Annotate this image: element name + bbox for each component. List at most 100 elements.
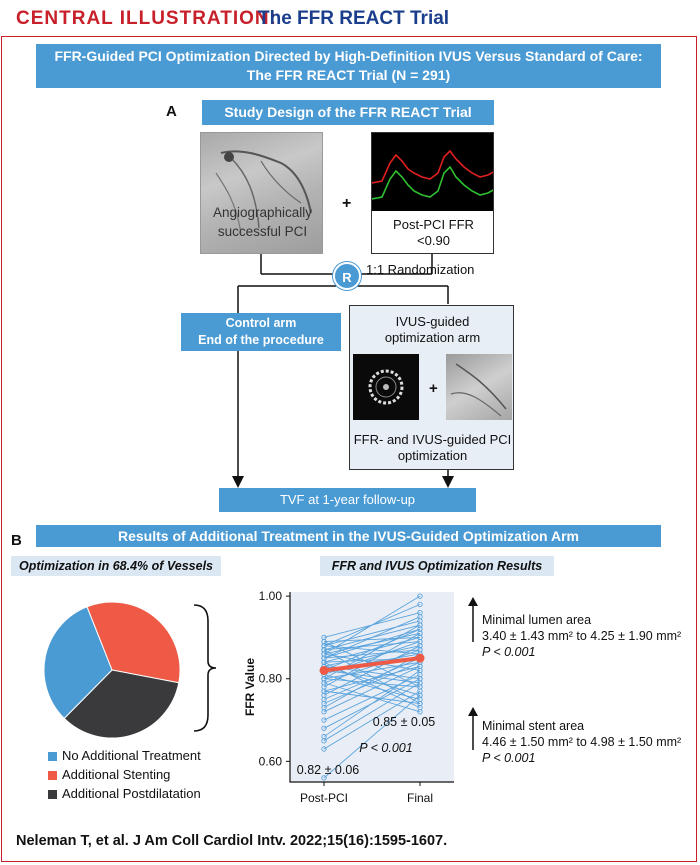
- y-axis-label: FFR Value: [244, 658, 257, 716]
- banner-line-1: FFR-Guided PCI Optimization Directed by …: [54, 48, 643, 64]
- legend-swatch-dark: [48, 790, 57, 800]
- mla-title: Minimal lumen area: [482, 613, 592, 627]
- x-tick-label: Final: [407, 791, 433, 805]
- y-tick-label: 0.80: [259, 672, 283, 686]
- randomization-label: 1:1 Randomization: [366, 262, 475, 277]
- angio-text-1: Angiographically: [212, 205, 313, 220]
- mla-p: P < 0.001: [482, 645, 536, 659]
- patient-pair-line: [323, 665, 421, 692]
- patient-pair-line: [323, 682, 421, 742]
- patient-pair-line: [323, 620, 421, 647]
- pie-slice-no-additional-treatment: [43, 606, 113, 720]
- patient-pair-line: [323, 670, 421, 684]
- ffr-trace-graph: [372, 149, 493, 200]
- post-pci-point: [321, 733, 327, 740]
- legend-item-postdilatation: Additional Postdilatation: [48, 786, 201, 801]
- patient-pair-line: [323, 690, 421, 704]
- aortic-pressure-trace: [372, 149, 493, 184]
- post-pci-point: [321, 717, 327, 723]
- msa-arrow: [468, 707, 478, 750]
- legend-item-stenting: Additional Stenting: [48, 767, 201, 782]
- panel-a-title: Study Design of the FFR REACT Trial: [202, 100, 494, 125]
- randomization-circle: R: [333, 262, 361, 290]
- panel-b-letter: B: [11, 532, 22, 549]
- legend-swatch-blue: [48, 752, 57, 762]
- header-bar: [1, 1, 697, 37]
- patient-pair-line: [323, 690, 421, 750]
- patient-pair-line: [323, 665, 421, 696]
- ivus-image: [353, 354, 419, 420]
- paired-p-value: P < 0.001: [359, 741, 412, 755]
- msa-values: 4.46 ± 1.50 mm² to 4.98 ± 1.50 mm²: [482, 735, 682, 749]
- ivus-title-1: IVUS-guided: [395, 314, 470, 329]
- control-line-2: End of the procedure: [198, 333, 324, 347]
- angio-text-2: successful PCI: [217, 224, 308, 239]
- patient-pair-line: [323, 645, 421, 667]
- mean-line: [323, 656, 421, 673]
- patient-pair-line: [323, 624, 421, 651]
- patient-pair-line: [323, 641, 421, 651]
- post-pci-point: [321, 725, 327, 731]
- y-tick-label: 1.00: [259, 589, 283, 603]
- legend-swatch-red: [48, 771, 57, 781]
- msa-annotation: Minimal stent area 4.46 ± 1.50 mm² to 4.…: [482, 718, 681, 766]
- pie-chart: [43, 601, 181, 739]
- final-point: [417, 618, 423, 624]
- post-pci-point: [321, 655, 327, 661]
- final-point: [417, 610, 423, 616]
- header-label: CENTRAL ILLUSTRATION:: [16, 8, 277, 29]
- angiogram-image: Angiographically successful PCI: [200, 132, 323, 254]
- final-point: [417, 626, 423, 632]
- control-line-1: Control arm: [225, 316, 297, 330]
- patient-pair-line: [323, 649, 421, 684]
- final-point: [417, 667, 423, 674]
- ffr-trace-panel: [372, 133, 493, 211]
- pie-slice-additional-stenting: [86, 601, 181, 684]
- ffr-text-1: Post-PCI FFR: [393, 217, 474, 232]
- patient-pair-line: [323, 665, 421, 713]
- mla-values: 3.40 ± 1.43 mm² to 4.25 ± 1.90 mm²: [482, 629, 682, 643]
- ivus-bottom-1: FFR- and IVUS-guided PCI: [353, 432, 512, 447]
- patient-pair-line: [323, 661, 421, 680]
- patient-pair-line: [323, 653, 421, 671]
- patient-pair-line: [323, 636, 421, 643]
- chart-axes: [289, 592, 454, 783]
- header-title: The FFR REACT Trial: [258, 8, 450, 29]
- final-point: [417, 634, 423, 641]
- msa-title: Minimal stent area: [482, 719, 585, 733]
- final-point: [417, 593, 423, 599]
- post-pci-point: [321, 746, 327, 752]
- mla-arrow: [468, 597, 478, 642]
- legend-item-no-treatment: No Additional Treatment: [48, 748, 201, 763]
- final-mean-label: 0.85 ± 0.05: [373, 715, 436, 729]
- mean-point: [415, 653, 425, 663]
- left-subheader: Optimization in 68.4% of Vessels: [11, 556, 221, 576]
- patient-pair-line: [323, 674, 421, 700]
- patient-pair-line: [323, 678, 421, 729]
- mla-annotation: Minimal lumen area 3.40 ± 1.43 mm² to 4.…: [482, 612, 681, 660]
- y-tick-label: 0.60: [259, 754, 283, 768]
- citation: Neleman T, et al. J Am Coll Cardiol Intv…: [16, 833, 448, 849]
- ivus-title-2: optimization arm: [384, 330, 481, 345]
- trial-banner: FFR-Guided PCI Optimization Directed by …: [36, 44, 661, 88]
- patient-pair-line: [323, 694, 421, 779]
- post-pci-point: [321, 688, 327, 694]
- right-subheader: FFR and IVUS Optimization Results: [320, 556, 554, 576]
- final-point: [417, 680, 423, 686]
- ivus-arm-box: IVUS-guided optimization arm + FFR- and …: [349, 305, 514, 470]
- ffr-panel: Post-PCI FFR <0.90: [371, 132, 494, 254]
- post-pci-point: [321, 676, 327, 682]
- pie-bracket: [193, 604, 217, 732]
- final-point: [417, 709, 423, 715]
- x-tick-label: Post-PCI: [300, 791, 348, 805]
- post-pci-mean-label: 0.82 ± 0.06: [297, 763, 360, 777]
- mean-point: [319, 665, 329, 675]
- ivus-plus: +: [429, 380, 438, 397]
- patient-pair-line: [323, 628, 421, 659]
- angiogram-vessels: [215, 150, 312, 234]
- patient-pair-line: [323, 603, 421, 647]
- banner-line-2: The FFR REACT Trial (N = 291): [246, 67, 451, 83]
- distal-pressure-trace: [372, 165, 493, 200]
- patient-pair-line: [323, 645, 421, 655]
